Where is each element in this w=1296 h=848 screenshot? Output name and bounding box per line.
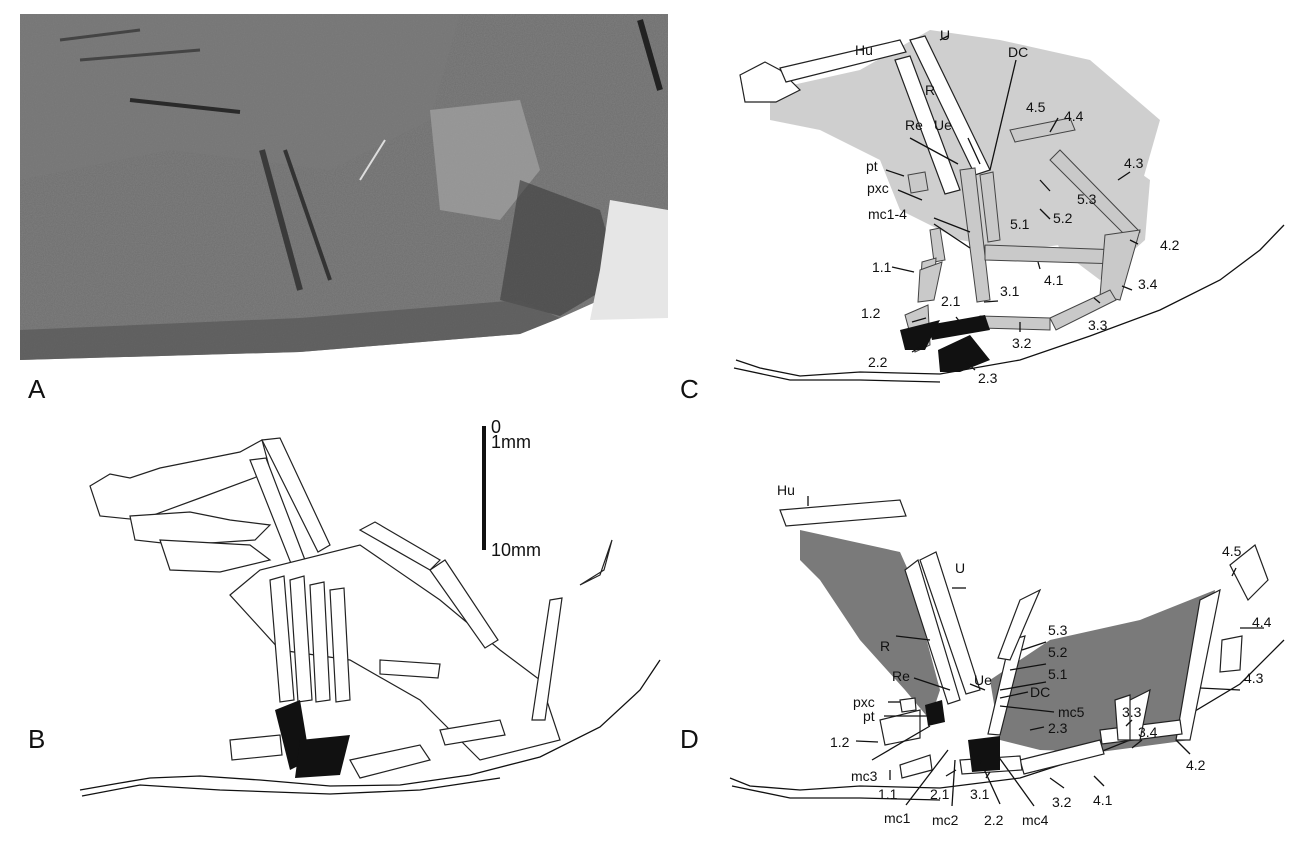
panel-letter-b: B	[28, 724, 45, 754]
label-c-4-2: 4.2	[1160, 237, 1179, 253]
scale-label-10mm: 10mm	[491, 540, 541, 560]
label-c-hu: Hu	[855, 42, 873, 58]
panel-letter-a: A	[28, 374, 46, 404]
label-c-4-1: 4.1	[1044, 272, 1063, 288]
label-c-5-3: 5.3	[1077, 191, 1096, 207]
label-d-u: U	[955, 560, 965, 576]
panel-a-photo	[20, 14, 668, 360]
label-c-re: Re	[905, 117, 923, 133]
label-c-2-3: 2.3	[978, 370, 997, 386]
label-d-3-2: 3.2	[1052, 794, 1071, 810]
label-c-3-3: 3.3	[1088, 317, 1107, 333]
label-d-3-3: 3.3	[1122, 704, 1141, 720]
label-d-3-1: 3.1	[970, 786, 989, 802]
label-d-mc2: mc2	[932, 812, 958, 828]
panel-letter-d: D	[680, 724, 699, 754]
panel-letter-c: C	[680, 374, 699, 404]
label-d-r: R	[880, 638, 890, 654]
panel-d-drawing	[730, 500, 1284, 800]
label-d-re: Re	[892, 668, 910, 684]
label-c-4-5: 4.5	[1026, 99, 1045, 115]
label-c-1-2: 1.2	[861, 305, 880, 321]
label-c-3-4: 3.4	[1138, 276, 1157, 292]
label-c-pxc: pxc	[867, 180, 889, 196]
label-c-4-3: 4.3	[1124, 155, 1143, 171]
label-d-1-2: 1.2	[830, 734, 849, 750]
label-c-dc: DC	[1008, 44, 1028, 60]
label-d-5-1: 5.1	[1048, 666, 1067, 682]
label-c-1-1: 1.1	[872, 259, 891, 275]
label-d-mc3: mc3	[851, 768, 877, 784]
scale-label-1mm: 1mm	[491, 432, 531, 452]
label-c-ue: Ue	[934, 117, 952, 133]
label-d-mc1: mc1	[884, 810, 910, 826]
label-d-2-1: 2.1	[930, 786, 949, 802]
label-c-5-1: 5.1	[1010, 216, 1029, 232]
label-c-5-2: 5.2	[1053, 210, 1072, 226]
label-c-2-2: 2.2	[868, 354, 887, 370]
label-d-4-4: 4.4	[1252, 614, 1271, 630]
label-d-dc: DC	[1030, 684, 1050, 700]
label-d-4-5: 4.5	[1222, 543, 1241, 559]
label-d-2-3: 2.3	[1048, 720, 1067, 736]
label-c-r: R	[925, 82, 935, 98]
label-c-pt: pt	[866, 158, 878, 174]
panel-c-drawing	[734, 30, 1284, 382]
label-d-hu: Hu	[777, 482, 795, 498]
label-d-4-1: 4.1	[1093, 792, 1112, 808]
label-c-4-4: 4.4	[1064, 108, 1083, 124]
label-d-5-2: 5.2	[1048, 644, 1067, 660]
label-d-1-1: 1.1	[878, 786, 897, 802]
label-d-mc4: mc4	[1022, 812, 1048, 828]
label-d-5-3: 5.3	[1048, 622, 1067, 638]
label-c-3-2: 3.2	[1012, 335, 1031, 351]
label-d-pt: pt	[863, 708, 875, 724]
label-d-4-2: 4.2	[1186, 757, 1205, 773]
label-c-2-1: 2.1	[941, 293, 960, 309]
label-d-3-4: 3.4	[1138, 724, 1157, 740]
label-c-3-1: 3.1	[1000, 283, 1019, 299]
panel-b-drawing	[80, 438, 660, 796]
label-d-ue: Ue	[974, 672, 992, 688]
label-d-mc5: mc5	[1058, 704, 1084, 720]
label-c-mc1-4: mc1-4	[868, 206, 907, 222]
label-d-4-3: 4.3	[1244, 670, 1263, 686]
label-c-u: U	[940, 27, 950, 43]
scale-bar	[482, 426, 486, 550]
label-d-2-2: 2.2	[984, 812, 1003, 828]
